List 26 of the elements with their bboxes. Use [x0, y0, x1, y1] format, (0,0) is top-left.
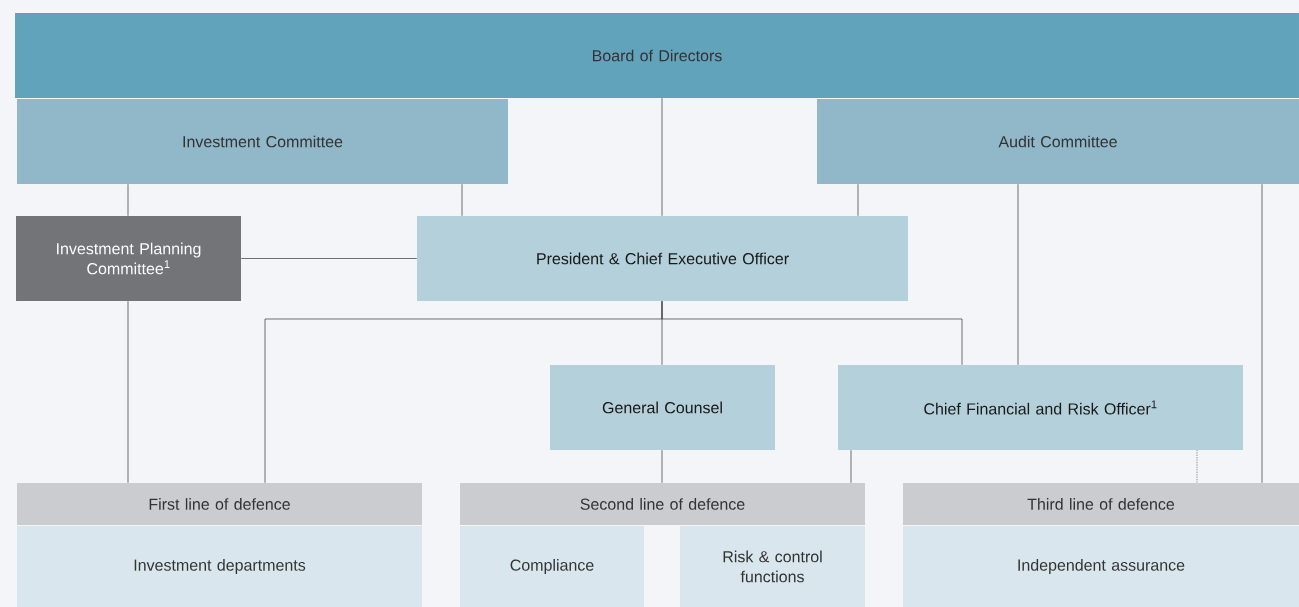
function-box: Compliance: [460, 526, 644, 607]
connector-line: [127, 183, 129, 217]
function-box: Investment departments: [17, 526, 422, 607]
connector-line: [127, 300, 129, 484]
function-box: Independent assurance: [903, 526, 1299, 607]
officer-box: Chief Financial and Risk Officer$^{1}$: [838, 365, 1243, 450]
defence-header: Third line of defence: [903, 483, 1299, 525]
committee-box: Audit Committee: [817, 99, 1299, 184]
dotted-line: [1196, 449, 1198, 484]
function-box: Risk & control functions: [680, 526, 865, 607]
connector-line: [661, 300, 963, 366]
officer-box: President & Chief Executive Officer: [417, 216, 908, 301]
officer-box: General Counsel: [550, 365, 775, 450]
connector-line: [1017, 183, 1019, 366]
connector-line: [857, 183, 859, 217]
connector-line: [1261, 183, 1263, 484]
board-band: Board of Directors: [15, 13, 1299, 98]
connector-line: [850, 449, 852, 484]
connector-line: [661, 449, 663, 484]
connector-line: [240, 258, 418, 259]
committee-box: Investment Committee: [17, 99, 508, 184]
defence-header: First line of defence: [17, 483, 422, 525]
committee-box: Investment Planning Committee$^{1}$: [16, 216, 241, 301]
defence-header: Second line of defence: [460, 483, 865, 525]
connector-line: [461, 183, 463, 217]
connector-line: [661, 97, 663, 217]
